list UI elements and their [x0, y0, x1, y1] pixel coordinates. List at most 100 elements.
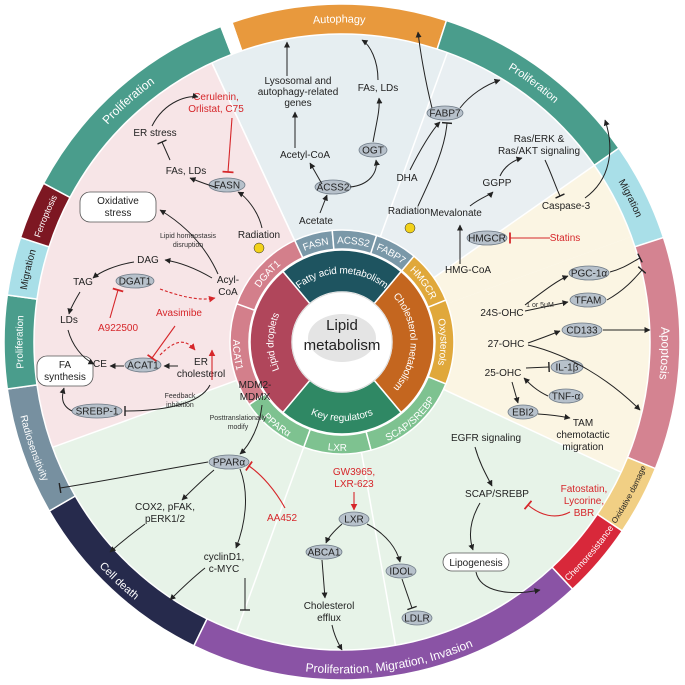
fasn-inhibitors-line2: Orlistat, C75	[188, 104, 244, 115]
dag-label: DAG	[137, 255, 159, 266]
acetate-label: Acetate	[299, 216, 333, 227]
ppar-sector: MDM2- MDMX Posttranslationally modify PP…	[58, 380, 297, 611]
lxr-sector: GW3965, LXR-623 LXR ABCA1 IDOL Cholester…	[304, 467, 433, 651]
fasn-inhibitors-line1: Cerulenin,	[193, 92, 239, 103]
lxr-node	[338, 511, 370, 527]
abca1-node	[305, 544, 343, 560]
caspase-label: Caspase-3	[542, 201, 591, 212]
genes-line1: Lysosomal and	[265, 76, 332, 87]
ggpp-label: GGPP	[483, 178, 512, 189]
lipid-homeo-line2: disruption	[173, 242, 203, 249]
oxstress-line1: Oxidative	[97, 196, 139, 207]
radiation-label-1: Radiation	[238, 230, 280, 241]
oxysterols-sector-bg	[342, 236, 650, 473]
lipid-homeo-line1: Lipid homeostasis	[160, 233, 217, 240]
lipid-droplets-sector: Oxidative stress Lipid homeostasis disru…	[36, 191, 239, 419]
lxr-agonists-line1: GW3965,	[333, 467, 375, 478]
band-apoptosis-right-label: Apoptosis	[656, 327, 672, 381]
radiation-icon-2	[404, 222, 416, 234]
fabp7-sector: FABP7 DHA Radiation	[388, 31, 501, 234]
feedback-line2: inhibition	[166, 402, 194, 409]
genes-line2: autophagy-related	[258, 87, 339, 98]
ras-line2: Ras/AKT signaling	[498, 146, 580, 157]
acyl-line2: CoA	[218, 287, 238, 298]
lipogenesis-label: Lipogenesis	[449, 558, 502, 569]
hmgcr-node	[466, 230, 508, 246]
sector-divider	[405, 164, 595, 298]
sector-divider	[52, 367, 269, 449]
pgc-node-label: PGC-1α	[571, 269, 608, 280]
oxstress-line2: stress	[105, 208, 132, 219]
ohc24-label: 24S-OHC	[480, 308, 523, 319]
feedback-line1: Feedback	[165, 393, 196, 400]
sector-divider	[367, 52, 449, 269]
scap-inhibitors-line3: BBR	[574, 508, 595, 519]
ptm-line2: modify	[228, 424, 249, 431]
scap-inhibitors-line1: Fatostatin,	[561, 484, 608, 495]
pgc-node	[568, 265, 610, 281]
dgat1-node	[115, 273, 155, 289]
ldlr-node	[401, 610, 433, 626]
lipogenesis-box	[442, 552, 510, 572]
ptm-line1: Posttranslationally	[210, 415, 267, 422]
ohc25-label: 25-OHC	[485, 368, 522, 379]
er-stress-label: ER stress	[133, 128, 176, 139]
oxstress-box	[79, 191, 157, 223]
fabp7-node	[426, 105, 464, 121]
center-title-line2: metabolism	[304, 337, 381, 354]
ring-dgat1	[235, 239, 304, 312]
scap-sector: EGFR signaling SCAP/SREBP Fatostatin, Ly…	[442, 433, 608, 595]
sector-divider	[235, 415, 317, 632]
core-lipid-droplets-label: Lipid droplets	[265, 311, 282, 372]
radiation-label-2: Radiation	[388, 206, 430, 217]
sector-divider	[412, 374, 622, 473]
a922500-label: A922500	[98, 323, 138, 334]
acss2-sector: Lysosomal and autophagy-related genes FA…	[258, 39, 399, 227]
cox-line2: pERK1/2	[145, 514, 185, 525]
abca1-node-label: ABCA1	[308, 548, 341, 559]
core-key-regulators-label: Key regulators	[309, 407, 374, 424]
tnfa-node	[548, 388, 584, 404]
sector-divider	[354, 418, 397, 646]
cox-line1: COX2, pFAK,	[135, 502, 195, 513]
er-chol-line1: ER	[194, 357, 208, 368]
tag-label: TAG	[73, 277, 93, 288]
scap-inhibitors-line2: Lycorine,	[564, 496, 604, 507]
acss2-node-label: ACSS2	[317, 183, 350, 194]
mevalonate-label: Mevalonate	[430, 208, 482, 219]
fabp7-node-label: FABP7	[429, 109, 461, 120]
avasimibe-label: Avasimibe	[156, 308, 202, 319]
srebp1-node-label: SREBP-1	[76, 407, 119, 418]
ebi2-node-label: EBI2	[512, 408, 534, 419]
lxr-agonists-line2: LXR-623	[334, 479, 374, 490]
brain-icon	[308, 314, 376, 362]
mdm-line1: MDM2-	[239, 380, 272, 391]
oxysterols-sector: PGC-1α TFAM 24S-OHC 1 or 5μM 27-OHC CD13…	[480, 253, 651, 453]
ogt-node	[358, 142, 388, 158]
ldlr-node-label: LDLR	[404, 614, 430, 625]
cyclin-line1: cyclinD1,	[204, 552, 245, 563]
ring-lxr-label: LXR	[327, 442, 347, 454]
tam-line1: TAM	[573, 418, 593, 429]
tnfa-node-label: TNF-α	[552, 392, 581, 403]
dgat1-node-label: DGAT1	[119, 277, 152, 288]
band-gap-a	[219, 21, 243, 56]
acyl-line1: Acyl-	[217, 275, 239, 286]
ce-label: CE	[93, 359, 107, 370]
acetyl-coa-label: Acetyl-CoA	[280, 150, 330, 161]
ohc27-label: 27-OHC	[488, 339, 525, 350]
acat1-node-label: ACAT1	[127, 361, 159, 372]
fasn-sector: Cerulenin, Orlistat, C75 ER stress FAs, …	[133, 92, 280, 254]
hmgcoa-label: HMG-CoA	[445, 265, 491, 276]
lxr-sector-bg	[236, 342, 396, 650]
cd133-node-label: CD133	[566, 326, 598, 337]
acss2-fas-lds-label: FAs, LDs	[358, 83, 399, 94]
idol-node	[385, 563, 417, 579]
cd133-node	[561, 322, 603, 338]
mdm-line2: MDMX	[240, 392, 271, 403]
tfam-node	[569, 292, 607, 308]
center-title-line1: Lipid	[326, 317, 358, 334]
band-autophagy-label: Autophagy	[312, 13, 366, 26]
